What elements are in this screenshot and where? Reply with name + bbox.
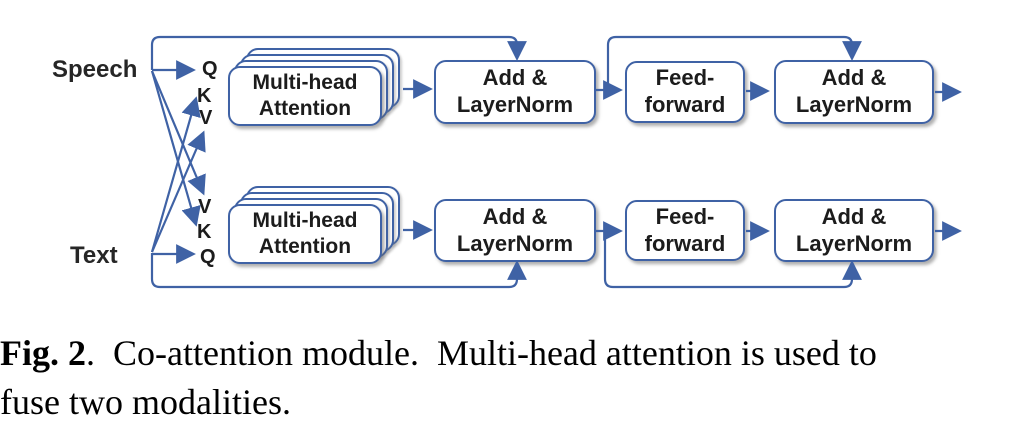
mha-bottom-label-line1: Multi-head bbox=[252, 209, 358, 233]
ff-top-block: Feed- forward bbox=[625, 61, 745, 123]
addln2-top-label-line1: Add & bbox=[821, 65, 887, 91]
text-to-top-v-arrow bbox=[150, 130, 206, 253]
addln1-top-label-line1: Add & bbox=[482, 65, 548, 91]
bottom-k-label: K bbox=[197, 221, 212, 243]
top-q-label: Q bbox=[202, 58, 218, 80]
figure-caption: Fig. 2. Co-attention module. Multi-head … bbox=[0, 329, 1024, 427]
mha-bottom-label-line2: Attention bbox=[258, 235, 352, 258]
mha-top-label-line2: Attention bbox=[258, 97, 352, 120]
text-to-top-k-arrow bbox=[150, 96, 201, 253]
ff-top-label-line1: Feed- bbox=[655, 65, 715, 91]
addln2-top-block: Add & LayerNorm bbox=[774, 60, 934, 124]
addln1-bottom-label-line1: Add & bbox=[482, 203, 548, 229]
ff-top-label-line2: forward bbox=[644, 92, 726, 117]
addln2-bottom-label-line2: LayerNorm bbox=[795, 230, 913, 256]
caption-figure-label: Fig. 2 bbox=[0, 333, 86, 373]
mha-top-label-line1: Multi-head bbox=[252, 71, 358, 95]
top-k-label: K bbox=[197, 85, 212, 107]
ff-bottom-label-line2: forward bbox=[644, 230, 726, 256]
ff-bottom-label-line1: Feed- bbox=[655, 203, 715, 229]
speech-to-bottom-v-arrow bbox=[150, 70, 206, 196]
connection-lines-layer bbox=[150, 35, 962, 289]
caption-line1-text: . Co-attention module. Multi-head attent… bbox=[86, 333, 877, 373]
text-input-label: Text bbox=[70, 242, 118, 269]
addln2-top-label-line2: LayerNorm bbox=[795, 92, 913, 117]
speech-input-label: Speech bbox=[52, 56, 138, 83]
top-v-label: V bbox=[199, 107, 213, 129]
addln2-bottom-block: Add & LayerNorm bbox=[774, 199, 934, 262]
addln1-bottom-label-line2: LayerNorm bbox=[456, 230, 574, 256]
bottom-v-label: V bbox=[198, 196, 212, 218]
coattention-diagram: Speech Text Q K V V K Q Multi-head Atten… bbox=[52, 35, 962, 289]
addln1-top-label-line2: LayerNorm bbox=[456, 92, 574, 117]
mha-bottom-block: Multi-head Attention bbox=[228, 204, 382, 264]
ff-bottom-block: Feed- forward bbox=[625, 200, 745, 261]
addln2-bottom-label-line1: Add & bbox=[821, 203, 887, 229]
bottom-q-label: Q bbox=[200, 246, 216, 268]
mha-top-block: Multi-head Attention bbox=[228, 66, 382, 126]
speech-to-bottom-k-arrow bbox=[150, 70, 201, 227]
caption-line1: Fig. 2. Co-attention module. Multi-head … bbox=[0, 329, 1024, 378]
caption-line2: fuse two modalities. bbox=[0, 381, 291, 422]
addln1-top-block: Add & LayerNorm bbox=[434, 60, 596, 124]
addln1-bottom-block: Add & LayerNorm bbox=[434, 199, 596, 262]
